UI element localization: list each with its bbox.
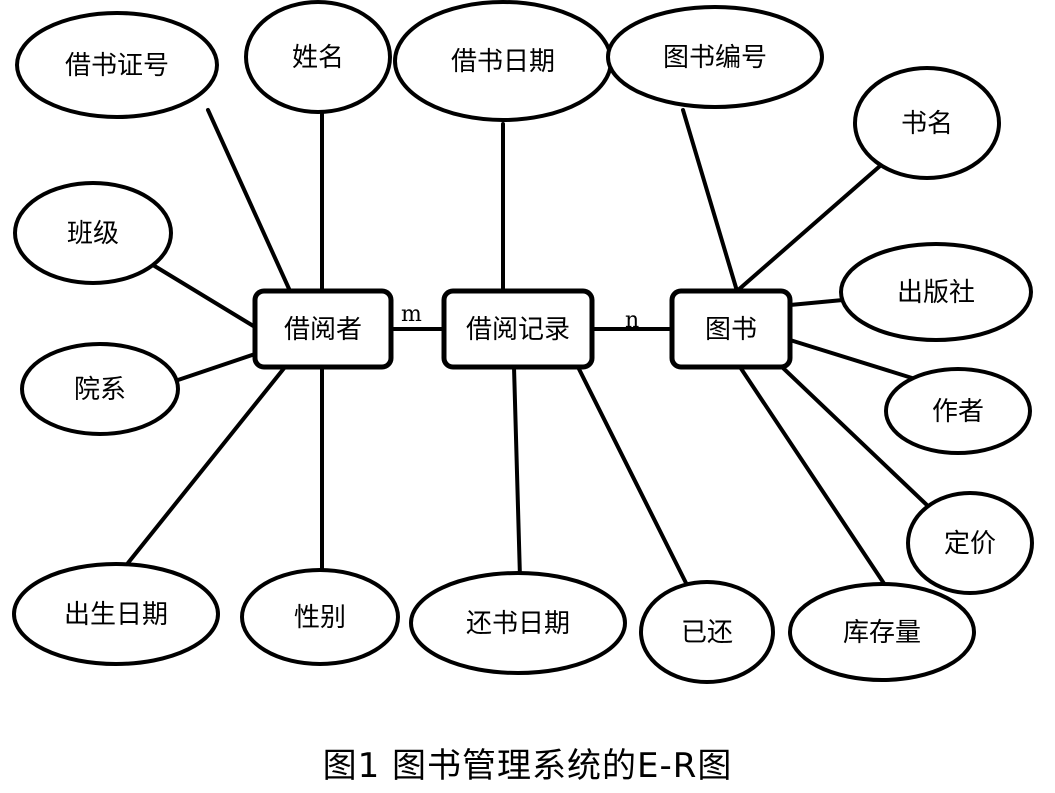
attribute-label: 已还 bbox=[681, 618, 733, 648]
attribute-label: 姓名 bbox=[292, 43, 344, 73]
attribute-label: 借书日期 bbox=[451, 47, 555, 77]
attribute-price: 定价 bbox=[906, 491, 1034, 595]
figure-caption: 图1 图书管理系统的E-R图 bbox=[322, 746, 733, 786]
attribute-ellipse bbox=[20, 342, 180, 436]
attribute-publisher: 出版社 bbox=[839, 242, 1033, 342]
attribute-returned: 已还 bbox=[639, 580, 775, 684]
attribute-ellipse bbox=[244, 0, 392, 114]
edge-borrower-birth bbox=[126, 365, 287, 565]
attribute-card_no: 借书证号 bbox=[15, 11, 219, 119]
edge-book-author bbox=[788, 338, 914, 380]
attribute-gender: 性别 bbox=[240, 568, 400, 666]
entity-book: 图书 bbox=[669, 288, 793, 370]
entity-nodes: 借阅者 借阅记录 图书 bbox=[252, 288, 793, 370]
edge-record-returned bbox=[576, 365, 692, 593]
attribute-name: 姓名 bbox=[244, 0, 392, 114]
edge-book-book_no bbox=[681, 108, 739, 293]
attribute-ellipse bbox=[839, 242, 1033, 342]
attribute-dept: 院系 bbox=[20, 342, 180, 436]
diagram-edges bbox=[126, 108, 932, 593]
attribute-book_no: 图书编号 bbox=[606, 5, 824, 109]
attribute-ellipse bbox=[906, 491, 1034, 595]
attribute-label: 院系 bbox=[74, 375, 126, 405]
attribute-borrow_date: 借书日期 bbox=[393, 0, 613, 122]
attribute-label: 图书编号 bbox=[663, 43, 767, 73]
edge-book-price bbox=[780, 365, 932, 510]
attribute-ellipse bbox=[15, 11, 219, 119]
attribute-label: 出版社 bbox=[897, 278, 975, 308]
attribute-ellipse bbox=[12, 562, 220, 666]
edge-borrower-card_no bbox=[206, 108, 292, 293]
attribute-ellipse bbox=[884, 367, 1032, 455]
attribute-title: 书名 bbox=[853, 66, 1001, 180]
attribute-label: 借书证号 bbox=[65, 51, 169, 81]
attribute-ellipse bbox=[639, 580, 775, 684]
edge-borrower-class bbox=[146, 260, 257, 329]
edge-borrower-dept bbox=[173, 352, 257, 383]
attribute-ellipse bbox=[853, 66, 1001, 180]
cardinality-label: n bbox=[625, 308, 639, 333]
attribute-label: 作者 bbox=[932, 397, 984, 427]
attribute-ellipse bbox=[13, 181, 173, 285]
edge-book-title bbox=[735, 164, 882, 293]
entity-borrower: 借阅者 bbox=[252, 288, 394, 370]
attribute-label: 性别 bbox=[294, 603, 346, 633]
attribute-ellipse bbox=[606, 5, 824, 109]
attribute-ellipse bbox=[409, 571, 627, 675]
attribute-class: 班级 bbox=[13, 181, 173, 285]
edge-record-return_date bbox=[512, 365, 522, 580]
cardinality-label: m bbox=[401, 302, 422, 327]
attribute-author: 作者 bbox=[884, 367, 1032, 455]
attribute-label: 班级 bbox=[67, 219, 119, 249]
attribute-ellipse bbox=[240, 568, 400, 666]
entity-label: 借阅记录 bbox=[466, 315, 570, 345]
attribute-label: 书名 bbox=[901, 109, 953, 139]
entity-label: 借阅者 bbox=[284, 315, 362, 345]
entity-box bbox=[252, 288, 394, 370]
entity-record: 借阅记录 bbox=[441, 288, 595, 370]
attribute-label: 出生日期 bbox=[64, 600, 168, 630]
entity-box bbox=[669, 288, 793, 370]
entity-label: 图书 bbox=[705, 315, 757, 345]
attribute-label: 还书日期 bbox=[466, 609, 570, 639]
attribute-birth: 出生日期 bbox=[12, 562, 220, 666]
attribute-ellipse bbox=[788, 582, 976, 682]
edge-book-publisher bbox=[788, 298, 845, 307]
attribute-label: 定价 bbox=[944, 529, 996, 559]
attribute-stock: 库存量 bbox=[788, 582, 976, 682]
edge-book-stock bbox=[738, 365, 887, 587]
attribute-label: 库存量 bbox=[843, 618, 921, 648]
attribute-return_date: 还书日期 bbox=[409, 571, 627, 675]
entity-box bbox=[441, 288, 595, 370]
